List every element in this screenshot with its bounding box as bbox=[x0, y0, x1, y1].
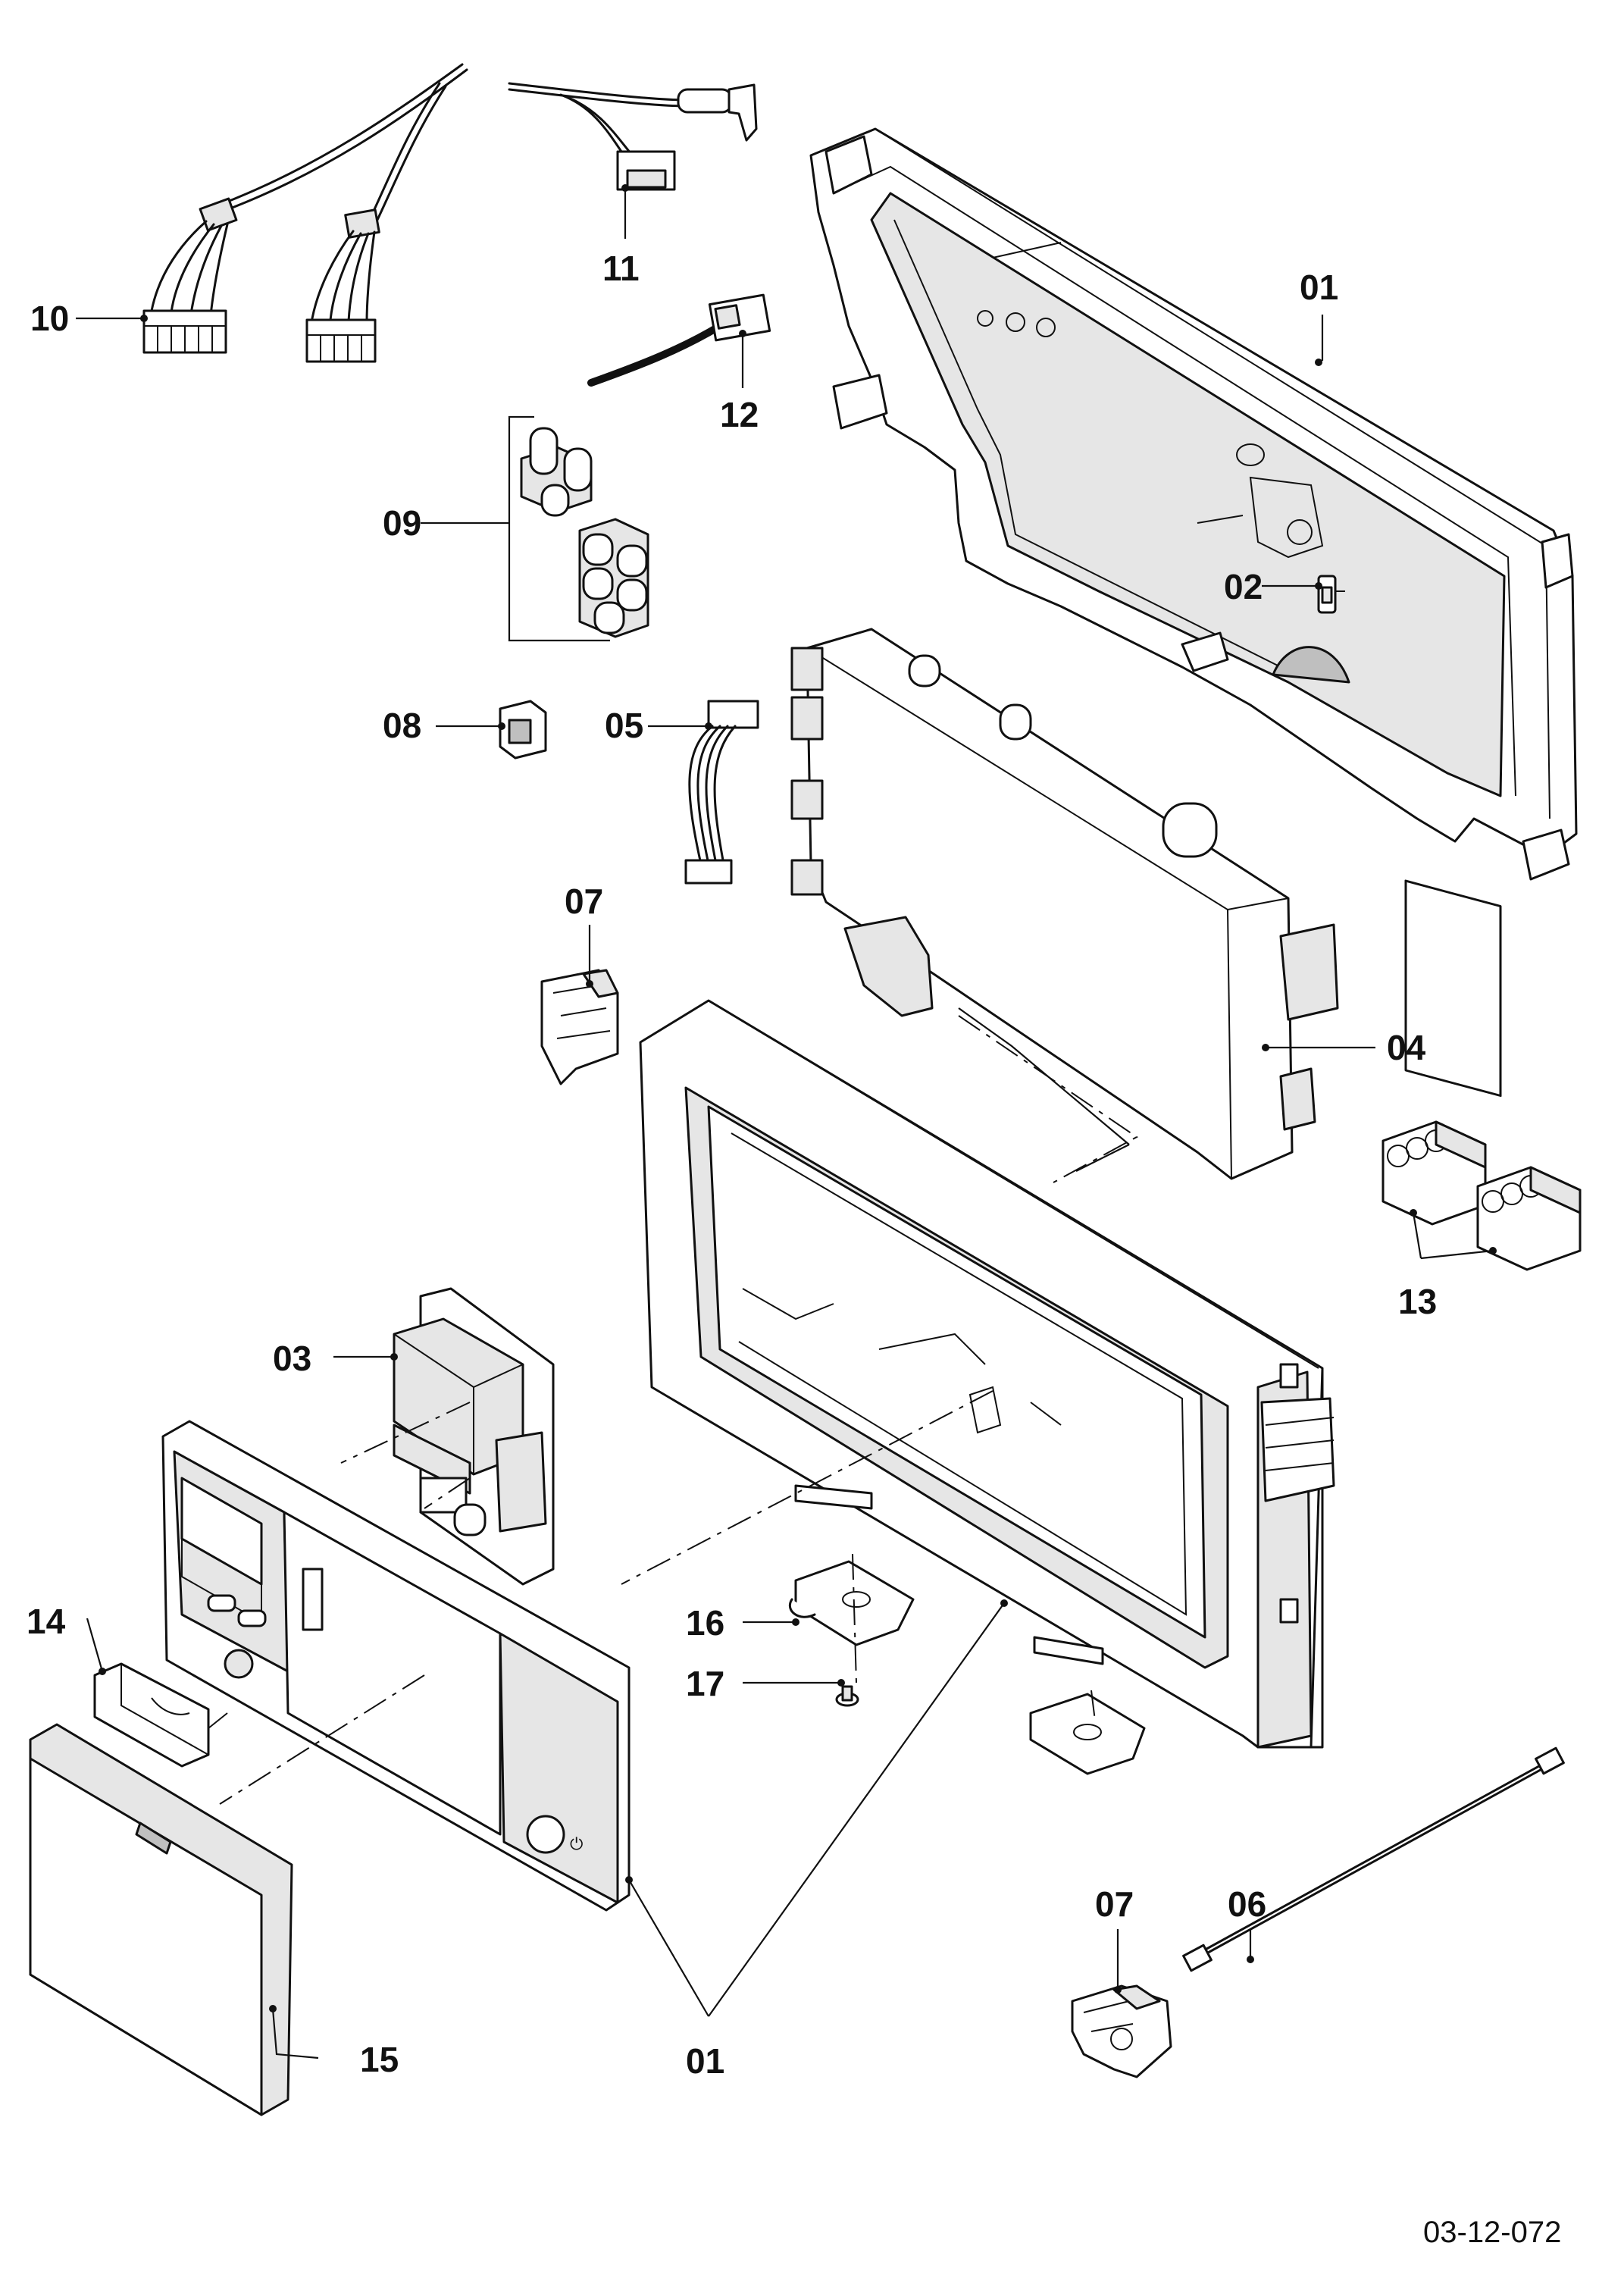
front-cover-part-15 bbox=[29, 1723, 293, 2116]
screw-part-17 bbox=[835, 1685, 859, 1707]
holder-part-07-lower bbox=[1071, 1984, 1172, 2078]
callout-15: 15 bbox=[360, 2040, 399, 2079]
callout-07: 07 bbox=[1095, 1884, 1134, 1924]
holder-part-07-upper bbox=[540, 969, 619, 1085]
circuit-board-part-04 bbox=[790, 628, 1339, 1180]
drawing-number: 03-12-072 bbox=[1423, 2216, 1561, 2249]
terminal-blocks-part-13 bbox=[1381, 1120, 1582, 1271]
callout-13: 13 bbox=[1398, 1282, 1437, 1321]
front-frame-part-01 bbox=[639, 999, 1335, 1749]
connector-set-part-09 bbox=[508, 415, 649, 642]
callout-09: 09 bbox=[383, 503, 421, 543]
rear-housing-part-01 bbox=[809, 127, 1578, 1098]
switch-part-02 bbox=[1317, 575, 1345, 614]
callout-05: 05 bbox=[605, 706, 643, 745]
callout-labels: 01 01 02 03 04 05 06 07 07 08 09 10 11 1… bbox=[27, 249, 1437, 2081]
callout-10: 10 bbox=[30, 299, 69, 338]
callout-01: 01 bbox=[686, 2041, 724, 2081]
small-cover-part-14 bbox=[93, 1662, 210, 1768]
callout-03: 03 bbox=[273, 1339, 311, 1378]
callout-14: 14 bbox=[27, 1602, 66, 1641]
assembly-axes bbox=[208, 1015, 1138, 1805]
svg-text:⏻: ⏻ bbox=[570, 1834, 583, 1853]
callout-17: 17 bbox=[686, 1664, 724, 1703]
callout-01: 01 bbox=[1300, 268, 1338, 307]
callout-11: 11 bbox=[602, 249, 640, 288]
transformer-module-part-03 bbox=[393, 1287, 555, 1586]
wiring-harness-part-10 bbox=[142, 63, 468, 363]
control-panel-part-01: ⏻ bbox=[161, 1420, 631, 1912]
callout-07: 07 bbox=[565, 882, 603, 921]
callout-08: 08 bbox=[383, 706, 421, 745]
callout-16: 16 bbox=[686, 1603, 724, 1643]
callout-06: 06 bbox=[1228, 1884, 1266, 1924]
clip-part-08 bbox=[499, 700, 547, 760]
callout-04: 04 bbox=[1387, 1028, 1426, 1067]
leader-lines bbox=[76, 184, 1497, 2059]
ribbon-cable-part-05 bbox=[684, 700, 759, 885]
callout-12: 12 bbox=[720, 395, 759, 434]
callout-02: 02 bbox=[1224, 567, 1263, 606]
sensor-cable-part-12 bbox=[587, 293, 771, 387]
ignition-lead-part-11 bbox=[508, 82, 758, 191]
sensor-part-06 bbox=[1182, 1746, 1565, 1972]
